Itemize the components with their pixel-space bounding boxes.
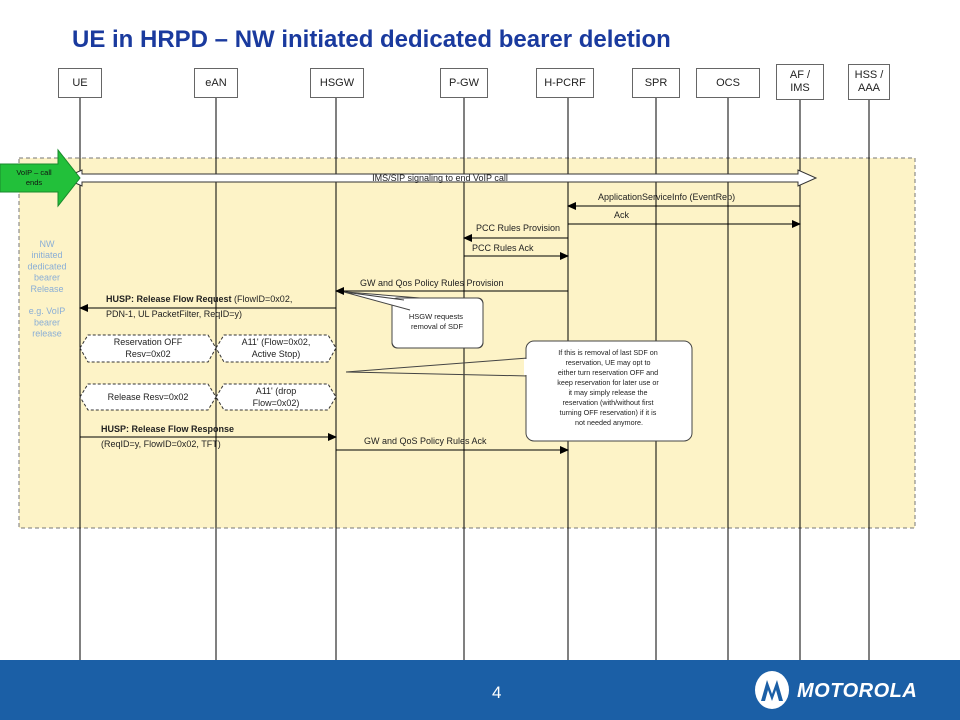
message-ack: Ack [568, 210, 801, 228]
message-pcc-provision: PCC Rules Provision [463, 223, 568, 242]
entity-afims-label: AF / IMS [789, 69, 811, 94]
entity-hpcrf: H-PCRF [536, 68, 594, 98]
message-gw-qos-ack: GW and QoS Policy Rules Ack [336, 436, 569, 454]
entity-ean: eAN [194, 68, 238, 98]
procedure-a11-active-stop: A11' (Flow=0x02,Active Stop) [215, 334, 337, 363]
message-ack-label: Ack [614, 210, 630, 220]
slide-title: UE in HRPD – NW initiated dedicated bear… [72, 26, 671, 53]
message-pcc-ack-label: PCC Rules Ack [472, 243, 534, 253]
entity-pgw: P-GW [440, 68, 488, 98]
entity-hssaaa: HSS / AAA [848, 64, 890, 100]
entity-pgw-label: P-GW [449, 76, 479, 89]
entity-hpcrf-label: H-PCRF [544, 76, 586, 89]
message-husp-release-request-label-2: PDN-1, UL PacketFilter, ReqID=y) [106, 309, 242, 319]
message-app-service-info-label: ApplicationServiceInfo (EventRep) [598, 192, 735, 202]
message-husp-release-request-label: HUSP: Release Flow Request (FlowID=0x02, [106, 294, 292, 304]
entity-ocs-label: OCS [716, 76, 740, 89]
page-number: 4 [492, 683, 502, 702]
motorola-logo-icon [755, 671, 789, 709]
entity-ean-label: eAN [205, 76, 227, 89]
entity-hsgw: HSGW [310, 68, 364, 98]
message-ims-sip-label: IMS/SIP signaling to end VoIP call [372, 173, 508, 183]
message-ims-sip: IMS/SIP signaling to end VoIP call [62, 169, 818, 187]
message-pcc-ack: PCC Rules Ack [464, 243, 569, 260]
entity-spr-label: SPR [644, 76, 668, 89]
lifelines [79, 98, 870, 668]
procedure-release-resv: Release Resv=0x02 [79, 383, 217, 411]
note-hsgw-requests-text: HSGW requests removal of SDF [409, 312, 465, 331]
message-husp-release-response: HUSP: Release Flow Response (ReqID=y, Fl… [80, 424, 337, 449]
entity-ocs: OCS [696, 68, 760, 98]
svg-text:A11' (Flow=0x02,Active Stop): A11' (Flow=0x02,Active Stop) [242, 337, 311, 359]
entity-ue-label: UE [72, 76, 88, 89]
message-gw-qos-provision: GW and Qos Policy Rules Provision [335, 278, 568, 295]
entity-ue: UE [58, 68, 102, 98]
entity-spr: SPR [632, 68, 680, 98]
note-hsgw-requests: HSGW requests removal of SDF [343, 291, 484, 349]
message-husp-release-response-label: HUSP: Release Flow Response [101, 424, 234, 434]
brand-name: MOTOROLA [797, 680, 918, 702]
message-gw-qos-ack-label: GW and QoS Policy Rules Ack [364, 436, 487, 446]
message-husp-release-response-label-2: (ReqID=y, FlowID=0x02, TFT) [101, 439, 221, 449]
note-last-sdf-text: If this is removal of last SDF on reserv… [557, 348, 660, 427]
entity-hsgw-label: HSGW [319, 76, 355, 89]
footer-bar [0, 660, 960, 720]
note-last-sdf: If this is removal of last SDF on reserv… [345, 340, 693, 442]
svg-text:Release Resv=0x02: Release Resv=0x02 [108, 392, 189, 402]
message-app-service-info: ApplicationServiceInfo (EventRep) [567, 192, 800, 210]
message-husp-release-request: HUSP: Release Flow Request (FlowID=0x02,… [79, 294, 336, 319]
message-pcc-provision-label: PCC Rules Provision [476, 223, 560, 233]
message-gw-qos-provision-label: GW and Qos Policy Rules Provision [360, 278, 504, 288]
entity-hssaaa-label: HSS / AAA [854, 69, 884, 94]
entity-afims: AF / IMS [776, 64, 824, 100]
